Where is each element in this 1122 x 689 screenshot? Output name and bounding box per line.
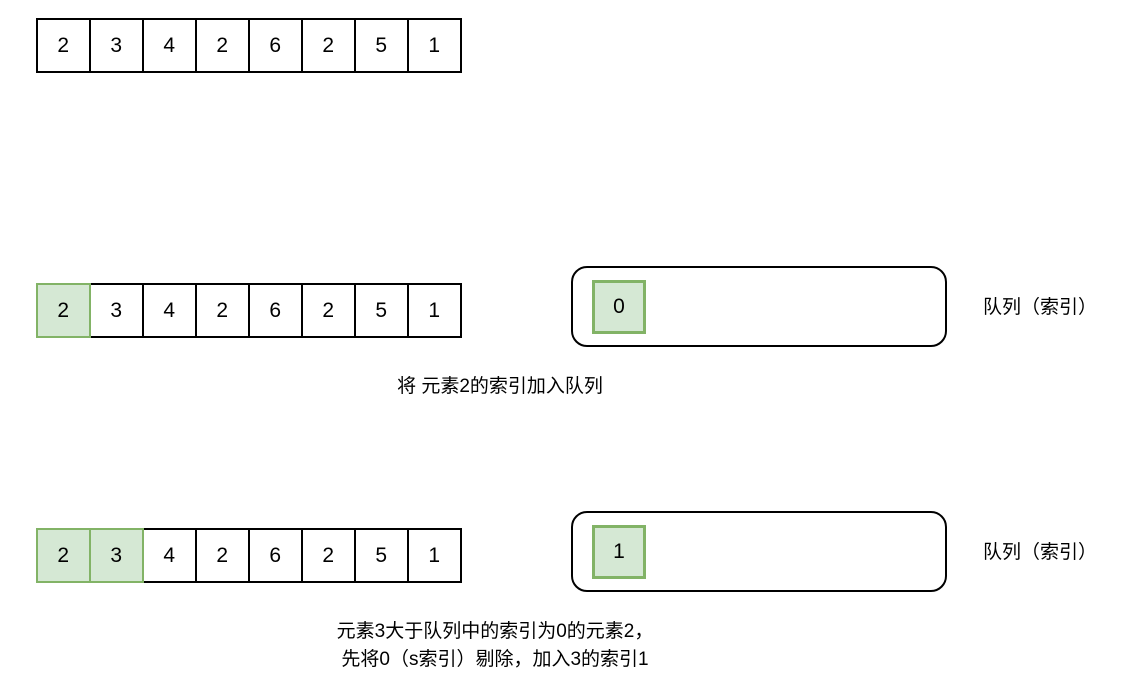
caption-step-2-line-2: 先将0（s索引）剔除，加入3的索引1 [341, 649, 649, 670]
caption-step-2-line-1: 元素3大于队列中的索引为0的元素2， [336, 621, 654, 642]
array-cell: 2 [301, 283, 356, 338]
array-cell: 6 [248, 528, 303, 583]
array-cell: 6 [248, 18, 303, 73]
queue-item: 0 [592, 279, 646, 334]
array-cell: 3 [89, 18, 144, 73]
array-cell-highlighted: 2 [36, 283, 91, 338]
array-step-1: 2 3 4 2 6 2 5 1 [36, 283, 462, 338]
array-initial: 2 3 4 2 6 2 5 1 [36, 18, 462, 73]
array-cell: 4 [142, 18, 197, 73]
array-cell: 4 [142, 283, 197, 338]
queue-label-step-2: 队列（索引） [983, 542, 1098, 563]
array-cell: 2 [195, 283, 250, 338]
queue-step-2: 1 [571, 511, 947, 592]
array-cell: 2 [301, 18, 356, 73]
array-cell: 5 [354, 18, 409, 73]
array-cell: 1 [407, 283, 462, 338]
array-cell-highlighted: 3 [89, 528, 144, 583]
array-cell: 3 [89, 283, 144, 338]
array-cell: 4 [142, 528, 197, 583]
array-cell: 1 [407, 528, 462, 583]
array-cell: 1 [407, 18, 462, 73]
array-step-2: 2 3 4 2 6 2 5 1 [36, 528, 462, 583]
array-cell: 6 [248, 283, 303, 338]
caption-step-1: 将 元素2的索引加入队列 [397, 376, 603, 397]
array-cell: 5 [354, 283, 409, 338]
queue-label-step-1: 队列（索引） [983, 297, 1098, 318]
array-cell-highlighted: 2 [36, 528, 91, 583]
array-cell: 2 [301, 528, 356, 583]
queue-item: 1 [592, 524, 646, 579]
array-cell: 2 [36, 18, 91, 73]
queue-step-1: 0 [571, 266, 947, 347]
array-cell: 5 [354, 528, 409, 583]
array-cell: 2 [195, 18, 250, 73]
array-cell: 2 [195, 528, 250, 583]
